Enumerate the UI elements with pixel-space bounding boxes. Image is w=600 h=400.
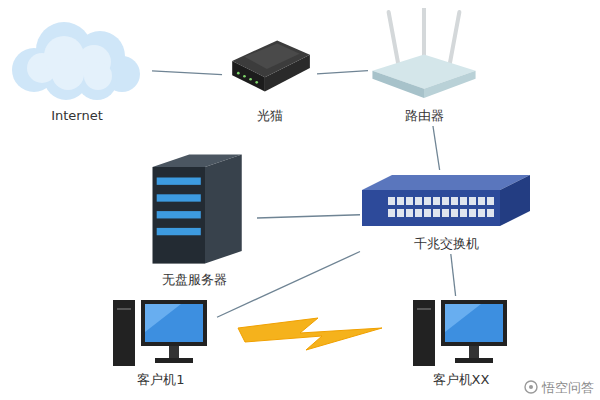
switch-port <box>415 197 422 205</box>
device-node: 客户机1 <box>105 296 217 390</box>
device-node: 无盘服务器 <box>132 150 257 290</box>
switch-port <box>406 197 413 205</box>
device-label: 路由器 <box>405 108 444 124</box>
drive-bay <box>157 211 201 218</box>
switch-port <box>406 209 413 217</box>
switch-port <box>469 197 476 205</box>
device-node: 千兆交换机 <box>360 170 532 254</box>
status-light <box>249 78 252 81</box>
switch-port <box>460 209 467 217</box>
switch-port <box>487 209 494 217</box>
switch-port <box>478 197 485 205</box>
monitor-frame <box>441 300 507 346</box>
router-front <box>372 71 424 98</box>
monitor-screen <box>445 304 503 342</box>
server-side <box>205 154 242 263</box>
network-cable <box>257 215 360 218</box>
network-cable <box>152 71 222 75</box>
monitor-frame <box>141 300 207 346</box>
device-label: 客户机1 <box>137 372 184 388</box>
drive-bay <box>157 194 201 201</box>
device-label: 无盘服务器 <box>162 272 227 288</box>
monitor-stand <box>469 346 479 358</box>
router-side <box>424 71 476 98</box>
device-node: 客户机XX <box>402 296 520 390</box>
device-node: Internet <box>2 8 152 126</box>
switch-port <box>388 209 395 217</box>
watermark-icon <box>524 380 538 394</box>
pc-drive <box>417 308 431 310</box>
network-cable <box>217 252 360 318</box>
pc-icon <box>411 296 511 368</box>
switch-port <box>460 197 467 205</box>
switch-icon <box>360 170 532 232</box>
monitor-base <box>455 358 493 363</box>
server-front <box>153 167 206 264</box>
antenna <box>422 8 426 61</box>
cloud-icon <box>2 8 152 104</box>
pc-icon <box>111 296 211 368</box>
device-label: 客户机XX <box>433 372 490 388</box>
modem-panel <box>244 44 299 70</box>
switch-port <box>424 197 431 205</box>
status-light <box>243 75 246 78</box>
switch-port <box>397 209 404 217</box>
switch-port <box>451 197 458 205</box>
cloud-highlight <box>84 62 112 90</box>
pc-tower <box>113 300 135 366</box>
switch-port <box>442 209 449 217</box>
status-light <box>237 72 240 75</box>
screen-glare <box>145 304 181 332</box>
switch-front <box>362 190 500 226</box>
wireless-bolt <box>238 318 382 350</box>
switch-port <box>433 209 440 217</box>
switch-port <box>433 197 440 205</box>
switch-port <box>388 197 395 205</box>
pc-drive <box>117 308 131 310</box>
switch-port <box>442 197 449 205</box>
network-cable <box>317 71 368 74</box>
device-node: 路由器 <box>368 8 480 126</box>
switch-port <box>415 209 422 217</box>
network-cable <box>451 254 456 296</box>
monitor-base <box>155 358 193 363</box>
switch-port <box>478 209 485 217</box>
device-label: 千兆交换机 <box>414 236 479 252</box>
server-icon <box>142 150 247 268</box>
screen-glare <box>445 304 481 332</box>
drive-bay <box>157 228 201 235</box>
switch-side <box>500 175 530 226</box>
router-icon <box>368 8 480 104</box>
device-label: Internet <box>51 108 103 124</box>
switch-port <box>469 209 476 217</box>
antenna <box>389 12 399 67</box>
cloud-highlight <box>52 58 84 90</box>
modem-icon <box>224 28 316 104</box>
device-node: 光猫 <box>222 28 317 126</box>
status-light <box>255 81 258 84</box>
pc-tower <box>413 300 435 366</box>
switch-port <box>487 197 494 205</box>
switch-port <box>451 209 458 217</box>
switch-port <box>397 197 404 205</box>
drive-bay <box>157 178 201 185</box>
monitor-stand <box>169 346 179 358</box>
network-cable <box>433 126 440 170</box>
modem-front <box>232 61 265 92</box>
antenna <box>449 12 459 67</box>
switch-port <box>424 209 431 217</box>
device-label: 光猫 <box>257 108 283 124</box>
monitor-screen <box>145 304 203 342</box>
watermark: 悟空问答 <box>524 379 594 397</box>
